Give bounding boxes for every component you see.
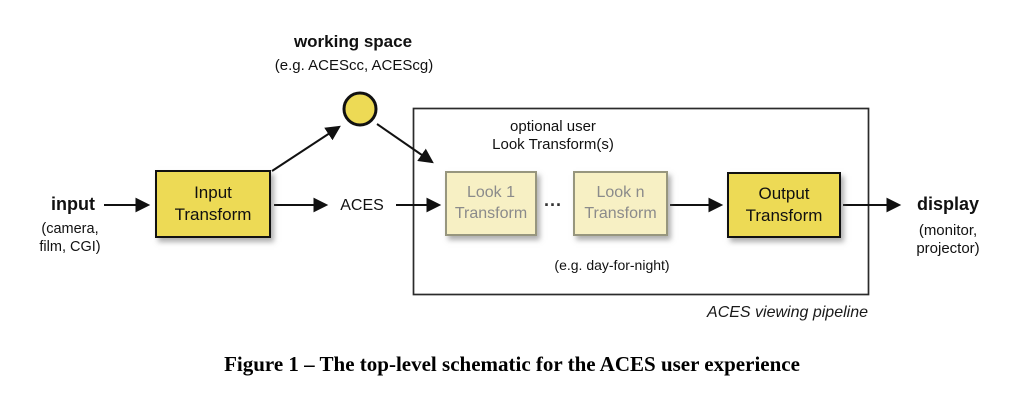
arrow-input-transform-to-working-space — [271, 125, 341, 172]
aces-label: ACES — [340, 197, 384, 214]
optional-user-look-label: optional user Look Transform(s) — [492, 118, 614, 154]
working-space-sublabel: (e.g. ACEScc, ACEScg) — [274, 57, 434, 74]
look-1-transform-box: Look 1 Transform — [445, 171, 537, 236]
connector-layer — [104, 91, 902, 296]
arrow-working-space-to-look-1 — [376, 123, 434, 164]
day-for-night-note: (e.g. day-for-night) — [554, 257, 670, 273]
ellipsis-label: ... — [543, 190, 563, 210]
display-label: display — [916, 194, 980, 214]
input-sublabel: (camera, film, CGI) — [39, 221, 101, 255]
aces-viewing-pipeline-label: ACES viewing pipeline — [707, 304, 868, 321]
viewing-pipeline-boundary — [412, 107, 870, 296]
look-n-transform-box: Look n Transform — [573, 171, 668, 236]
input-transform-box: Input Transform — [155, 170, 271, 238]
working-space-label: working space — [293, 32, 413, 51]
figure-caption: Figure 1 – The top-level schematic for t… — [224, 352, 800, 376]
display-sublabel: (monitor, projector) — [916, 222, 980, 258]
input-label: input — [51, 194, 95, 214]
output-transform-box: Output Transform — [727, 172, 841, 238]
working-space-node — [342, 91, 378, 127]
